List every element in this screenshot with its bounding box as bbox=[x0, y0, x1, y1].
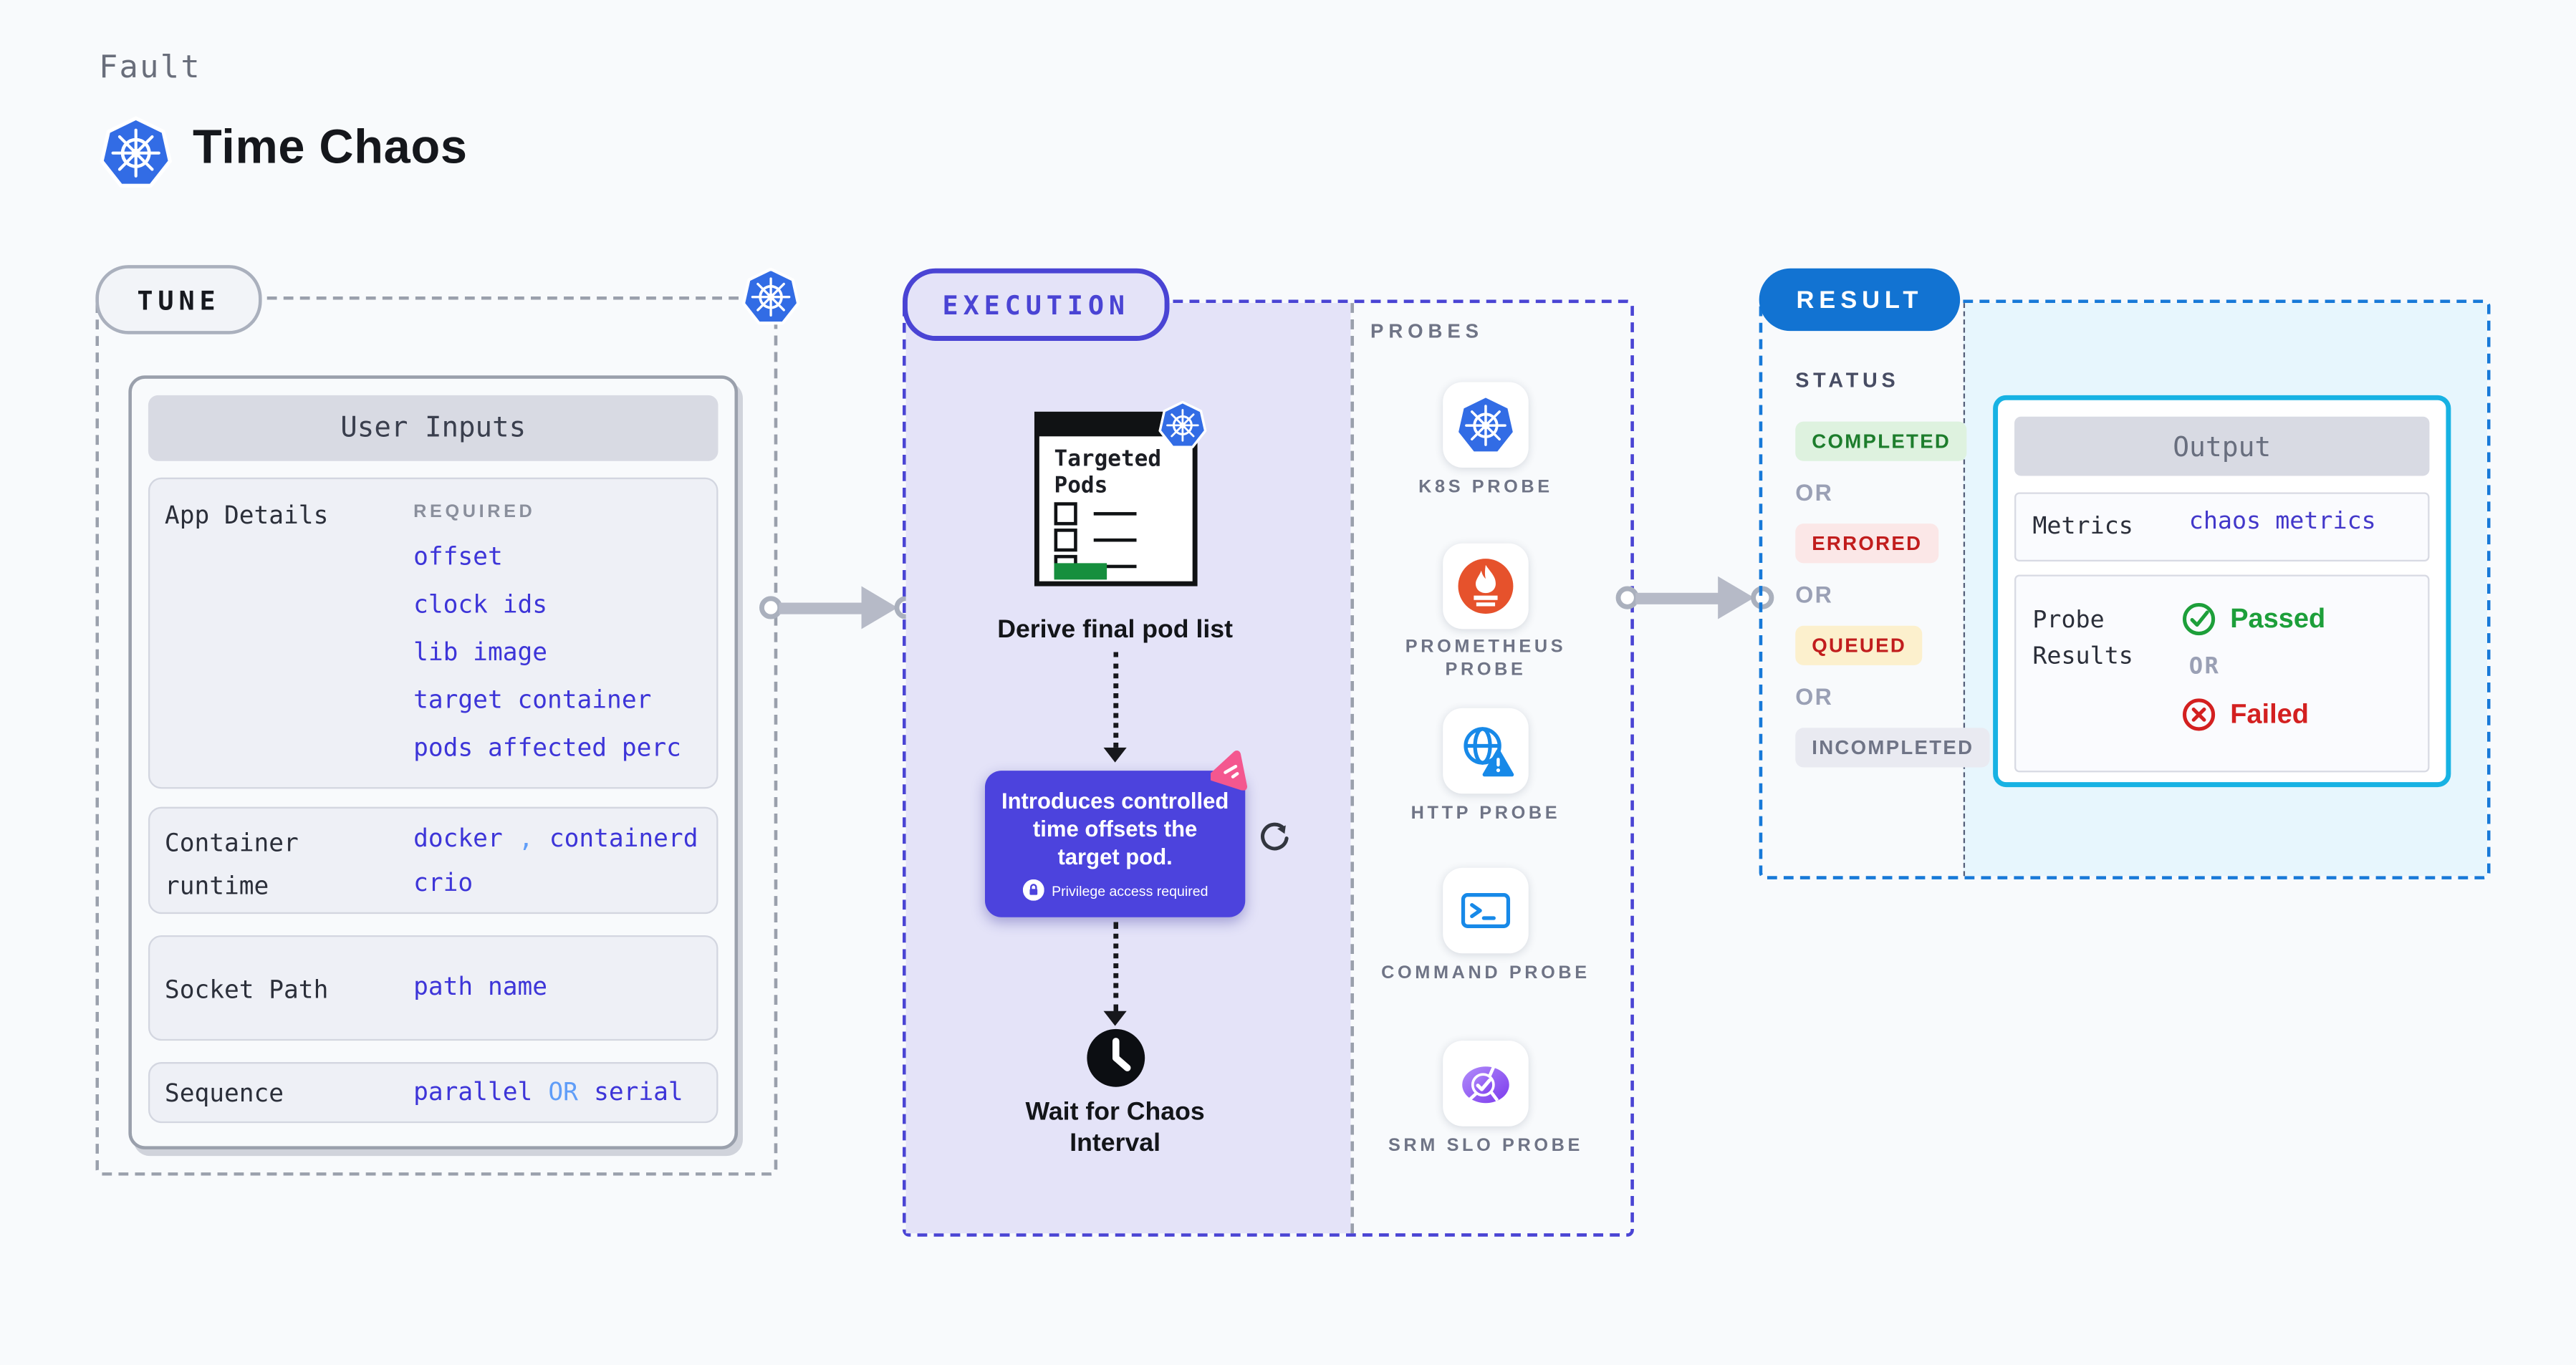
result-section-pill: RESULT bbox=[1759, 268, 1961, 332]
x-circle-icon bbox=[2183, 698, 2216, 731]
privilege-note: Privilege access required bbox=[1001, 879, 1229, 901]
runtime-separator: , bbox=[518, 823, 534, 854]
input-item: clock ids bbox=[413, 589, 548, 619]
status-label: STATUS bbox=[1795, 369, 1900, 392]
callout-text: Introduces controlled time offsets the t… bbox=[1001, 788, 1229, 870]
probe-name: HTTP PROBE bbox=[1410, 804, 1561, 824]
probe-results-label: Probe Results bbox=[2032, 607, 2133, 670]
runtime-value: docker bbox=[413, 823, 503, 854]
probes-label: PROBES bbox=[1370, 319, 1484, 343]
socket-path-value: path name bbox=[413, 971, 548, 1001]
or-label: OR bbox=[1795, 683, 1834, 710]
input-item: offset bbox=[413, 541, 503, 571]
app-details-label: App Details bbox=[164, 500, 329, 531]
sequence-value: parallel bbox=[413, 1076, 533, 1107]
pod-list-item bbox=[1054, 529, 1137, 552]
or-label: OR bbox=[2188, 653, 2221, 680]
checkbox-icon bbox=[1054, 502, 1077, 526]
socket-path-row: Socket Path path name bbox=[148, 935, 719, 1041]
status-badge-errored: ERRORED bbox=[1795, 524, 1939, 564]
runtime-value: crio bbox=[413, 867, 474, 898]
flow-connector bbox=[1113, 652, 1119, 748]
fault-callout: Introduces controlled time offsets the t… bbox=[984, 771, 1246, 917]
runtime-value: containerd bbox=[549, 823, 698, 854]
user-inputs-title: User Inputs bbox=[148, 395, 719, 461]
failed-item: Failed bbox=[2181, 695, 2325, 734]
container-runtime-row: Container runtime docker , containerd cr… bbox=[148, 806, 719, 915]
probes-divider bbox=[1350, 303, 1355, 1234]
kubernetes-icon bbox=[1158, 400, 1207, 448]
probe-name: K8S PROBE bbox=[1418, 477, 1553, 498]
probe-card-http bbox=[1443, 708, 1529, 794]
probe-card-k8s bbox=[1443, 382, 1529, 468]
output-panel: Output Metrics chaos metrics Probe Resul… bbox=[1993, 395, 2451, 788]
user-inputs-panel: User Inputs App Details REQUIRED offset … bbox=[128, 375, 739, 1149]
kubernetes-icon bbox=[741, 266, 801, 326]
sequence-or: OR bbox=[548, 1076, 578, 1107]
privilege-note-text: Privilege access required bbox=[1052, 882, 1208, 899]
metrics-value: chaos metrics bbox=[2188, 508, 2376, 536]
probe-card-prometheus bbox=[1443, 543, 1529, 630]
input-item: lib image bbox=[413, 637, 548, 667]
lock-icon bbox=[1022, 879, 1044, 901]
http-globe-warning-icon bbox=[1464, 727, 1514, 777]
passed-item: Passed bbox=[2181, 599, 2325, 639]
passed-label: Passed bbox=[2230, 603, 2326, 634]
probe-card-command bbox=[1443, 867, 1529, 954]
sequence-values: parallel OR serial bbox=[413, 1075, 683, 1106]
input-item: pods affected perc bbox=[413, 733, 681, 763]
status-badge-queued: QUEUED bbox=[1795, 625, 1923, 665]
kubernetes-icon bbox=[99, 115, 173, 189]
failed-label: Failed bbox=[2230, 699, 2309, 729]
probe-name: PROMETHEUS PROBE bbox=[1405, 637, 1567, 680]
pod-list-item bbox=[1054, 502, 1137, 526]
chaos-pink-icon bbox=[1210, 751, 1248, 791]
kubernetes-icon bbox=[1454, 394, 1517, 456]
derive-pod-list-caption: Derive final pod list bbox=[997, 615, 1233, 645]
probe-name: SRM SLO PROBE bbox=[1388, 1136, 1583, 1157]
tune-section-box bbox=[95, 296, 778, 1176]
probe-results-values: Passed OR Failed bbox=[2181, 599, 2325, 735]
targeted-pods-title: Targeted Pods bbox=[1054, 446, 1162, 499]
container-runtime-values: docker , containerd bbox=[413, 821, 698, 853]
check-circle-icon bbox=[2183, 602, 2216, 636]
wait-interval-caption: Wait for Chaos Interval bbox=[1025, 1098, 1205, 1158]
confirm-bar bbox=[1054, 563, 1107, 580]
sequence-row: Sequence parallel OR serial bbox=[148, 1062, 719, 1124]
checkbox-icon bbox=[1054, 529, 1077, 552]
input-item: target container bbox=[413, 685, 652, 715]
slo-gauge-icon bbox=[1462, 1066, 1509, 1104]
metrics-label: Metrics bbox=[2032, 513, 2133, 541]
terminal-icon bbox=[1461, 893, 1511, 928]
arrowhead-icon bbox=[1103, 1011, 1127, 1026]
container-runtime-label: Container runtime bbox=[164, 828, 299, 901]
fault-kicker: Fault bbox=[98, 49, 201, 86]
sequence-label: Sequence bbox=[164, 1079, 284, 1109]
clock-icon bbox=[1087, 1028, 1145, 1087]
probe-name: COMMAND PROBE bbox=[1381, 963, 1590, 983]
refresh-icon bbox=[1261, 822, 1289, 851]
prometheus-icon bbox=[1458, 559, 1514, 614]
execution-section-pill: EXECUTION bbox=[903, 268, 1170, 341]
or-label: OR bbox=[1795, 581, 1834, 608]
status-column: STATUS COMPLETED OR ERRORED OR QUEUED OR… bbox=[1795, 369, 1991, 768]
or-label: OR bbox=[1795, 479, 1834, 506]
tune-to-execution-arrow bbox=[759, 586, 918, 630]
required-tag: REQUIRED bbox=[413, 502, 536, 522]
output-title: Output bbox=[2014, 416, 2430, 476]
status-badge-incompleted: INCOMPLETED bbox=[1795, 728, 1991, 768]
arrowhead-icon bbox=[1103, 747, 1127, 763]
probe-results-row: Probe Results Passed OR Faile bbox=[2014, 574, 2430, 773]
result-divider bbox=[1963, 303, 1966, 877]
status-badge-completed: COMPLETED bbox=[1795, 421, 1968, 461]
probes-to-result-arrow bbox=[1615, 576, 1774, 619]
sequence-value: serial bbox=[594, 1076, 683, 1107]
socket-path-label: Socket Path bbox=[164, 975, 329, 1005]
probe-card-srm-slo bbox=[1443, 1041, 1529, 1127]
metrics-row: Metrics chaos metrics bbox=[2014, 492, 2430, 562]
flow-connector bbox=[1113, 922, 1119, 1011]
app-details-row: App Details REQUIRED offset clock ids li… bbox=[148, 477, 719, 789]
tune-section-pill: TUNE bbox=[95, 265, 262, 334]
page-title: Time Chaos bbox=[193, 122, 468, 175]
